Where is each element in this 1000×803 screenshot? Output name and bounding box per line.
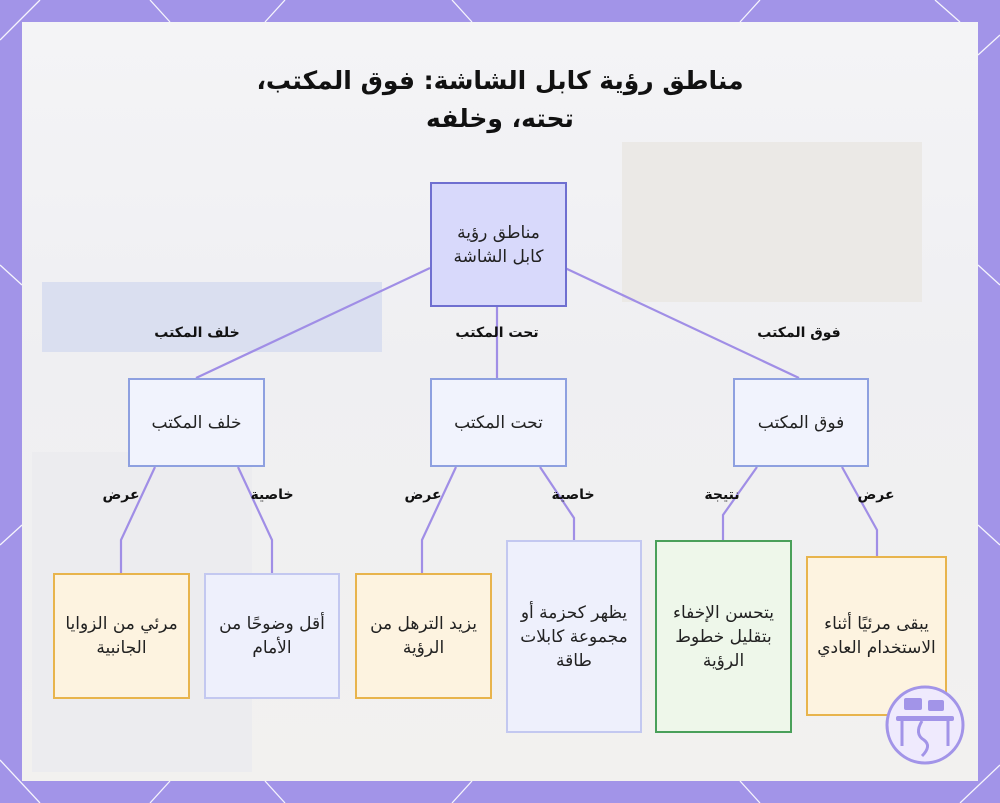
edge-behind-side bbox=[121, 467, 155, 573]
node-behind-side: مرئي من الزوايا الجانبية bbox=[53, 573, 190, 699]
node-above-visible-label: يبقى مرئيًا أثناء الاستخدام العادي bbox=[816, 612, 937, 660]
node-above-hide: يتحسن الإخفاء بتقليل خطوط الرؤية bbox=[655, 540, 792, 733]
edge-label-root-behind: خلف المكتب bbox=[154, 325, 239, 341]
node-under-label: تحت المكتب bbox=[454, 411, 543, 435]
edge-label-root-under: تحت المكتب bbox=[455, 325, 538, 341]
edge-label-root-above: فوق المكتب bbox=[757, 325, 840, 341]
edge-behind-front bbox=[238, 467, 272, 573]
node-behind-desk: خلف المكتب bbox=[128, 378, 265, 467]
node-under-bundle: يظهر كحزمة أو مجموعة كابلات طاقة bbox=[506, 540, 642, 733]
edge-under-sag bbox=[422, 467, 456, 573]
edge-root-above bbox=[565, 268, 799, 378]
node-behind-front-label: أقل وضوحًا من الأمام bbox=[214, 612, 330, 660]
node-under-desk: تحت المكتب bbox=[430, 378, 567, 467]
edge-above-hide bbox=[723, 467, 757, 540]
edge-under-bundle bbox=[540, 467, 574, 540]
edge-label-above-visible: عرض bbox=[857, 487, 894, 503]
edge-label-under-bundle: خاصية bbox=[551, 487, 594, 503]
node-behind-label: خلف المكتب bbox=[151, 411, 241, 435]
edge-label-behind-side: عرض bbox=[102, 487, 139, 503]
edge-label-behind-front: خاصية bbox=[250, 487, 293, 503]
edge-root-behind bbox=[196, 268, 430, 378]
node-above-label: فوق المكتب bbox=[758, 411, 844, 435]
node-under-sag: يزيد الترهل من الرؤية bbox=[355, 573, 492, 699]
node-behind-side-label: مرئي من الزوايا الجانبية bbox=[63, 612, 180, 660]
node-root-label: مناطق رؤية كابل الشاشة bbox=[440, 221, 557, 269]
edge-above-visible bbox=[842, 467, 877, 556]
desk-logo-icon bbox=[884, 684, 966, 766]
edge-label-above-hide: نتيجة bbox=[704, 487, 739, 503]
node-above-hide-label: يتحسن الإخفاء بتقليل خطوط الرؤية bbox=[665, 601, 782, 673]
node-under-sag-label: يزيد الترهل من الرؤية bbox=[365, 612, 482, 660]
edge-label-under-sag: عرض bbox=[404, 487, 441, 503]
node-root: مناطق رؤية كابل الشاشة bbox=[430, 182, 567, 307]
node-above-desk: فوق المكتب bbox=[733, 378, 869, 467]
node-behind-front: أقل وضوحًا من الأمام bbox=[204, 573, 340, 699]
node-under-bundle-label: يظهر كحزمة أو مجموعة كابلات طاقة bbox=[516, 601, 632, 673]
